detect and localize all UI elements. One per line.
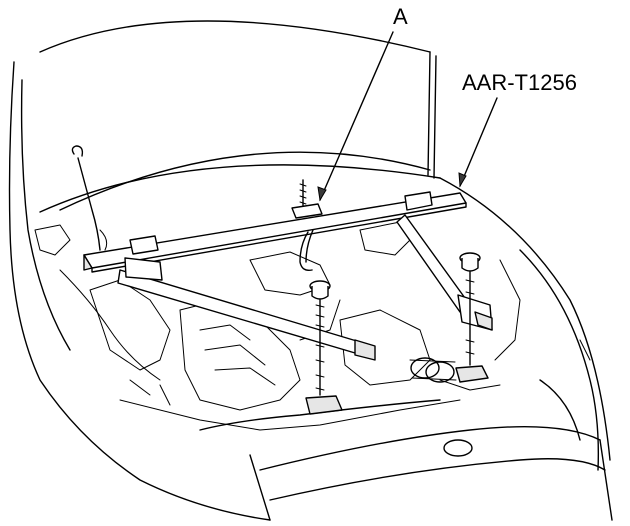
support-crossbar [83,191,467,273]
support-side-beam [396,214,493,331]
car-body-outline [8,20,613,521]
callout-label-tool: AAR-T1256 [462,70,577,95]
part-a-hook [291,179,323,272]
screw-jack-right [455,252,489,383]
screw-jack-front [305,280,343,415]
callout-leaders [317,31,498,202]
support-diagonal-beam [117,257,376,361]
callout-label-a: A [393,4,408,29]
dipstick [71,145,101,251]
